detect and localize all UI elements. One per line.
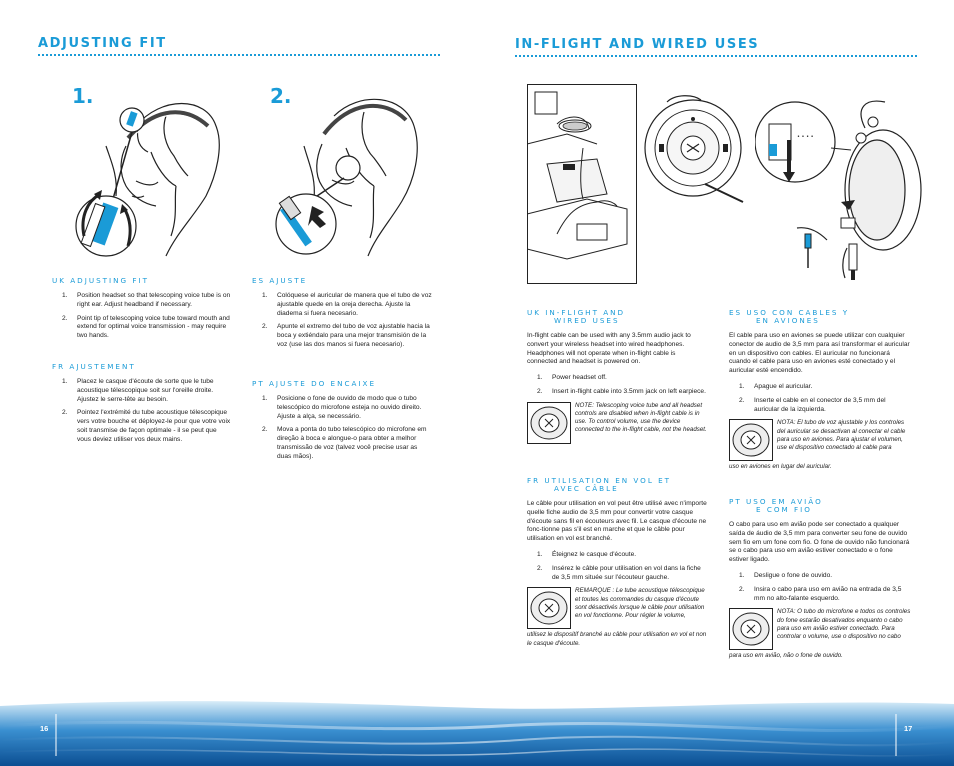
earcup-note-icon xyxy=(527,587,571,630)
svg-text:• • • •: • • • • xyxy=(797,134,814,140)
list-item: 1.Posicione o fone de ouvido de modo que… xyxy=(262,395,422,420)
list-item: 2.Insira o cabo para uso em avião na ent… xyxy=(739,585,902,602)
earcup-note-icon xyxy=(729,608,773,651)
uk-heading: UK ADJUSTING FIT xyxy=(52,276,150,285)
headset-mic-extend-icon xyxy=(275,98,418,257)
title-divider xyxy=(38,54,440,56)
list-item: 1.Apague el auricular. xyxy=(739,382,813,390)
page-number-right: 17 xyxy=(904,724,913,733)
pt-ajuste-section: PT AJUSTE DO ENCAIXE 1.Posicione o fone … xyxy=(252,380,432,467)
es-note-tail: uso en aviones en lugar del auricular. xyxy=(729,463,832,471)
right-page: IN-FLIGHT AND WIRED USES xyxy=(477,0,954,766)
list-item: 1.Colóquese el auricular de manera que e… xyxy=(262,292,432,317)
earcup-controls-icon xyxy=(644,95,744,203)
list-item: 1.Placez le casque d'écoute de sorte que… xyxy=(62,378,214,403)
list-item: 2.Insert in-flight cable into 3.5mm jack… xyxy=(537,387,706,395)
list-item: 2.Mova a ponta do tubo telescópico do mi… xyxy=(262,426,427,460)
page-title-in-flight: IN-FLIGHT AND WIRED USES xyxy=(515,37,760,52)
list-item: 2.Pointez l'extrémité du tube acoustique… xyxy=(62,409,231,443)
es-ajuste-section: ES AJUSTE 1.Colóquese el auricular de ma… xyxy=(252,277,432,355)
step-number-2: 2. xyxy=(270,84,292,108)
page-number-left: 16 xyxy=(40,724,49,733)
list-item: 2.Point tip of telescoping voice tube to… xyxy=(62,314,230,340)
list-item: 2.Inserte el cable en el conector de 3,5… xyxy=(739,396,886,413)
list-item: 1.Éteignez le casque d'écoute. xyxy=(537,550,637,558)
es-heading: ES AJUSTE xyxy=(252,276,308,285)
left-page: ADJUSTING FIT 1. 2. xyxy=(38,36,440,467)
uk-intro: In-flight cable can be used with any 3.5… xyxy=(527,332,691,366)
fr-note-tail: utilisez le dispositif branché au câble … xyxy=(527,631,707,647)
fr-note: REMARQUE : Le tube acoustique télescopiq… xyxy=(527,587,707,631)
uk-note: NOTE: Telescoping voice tube and all hea… xyxy=(527,401,707,446)
page-title-adjusting-fit: ADJUSTING FIT xyxy=(38,36,167,51)
earcup-note-icon xyxy=(729,419,773,462)
earcup-note-icon xyxy=(527,401,571,444)
es-note: NOTA: El tubo de voz ajustable y los con… xyxy=(729,419,911,463)
fr-ajustement-section: FR AJUSTEMENT 1.Placez le casque d'écout… xyxy=(52,363,232,450)
title-divider xyxy=(515,55,917,57)
step-number-1: 1. xyxy=(72,84,94,108)
pt-heading: PT AJUSTE DO ENCAIXE xyxy=(252,379,377,388)
list-item: 2.Insérez le câble pour utilisation en v… xyxy=(537,564,701,581)
pt-intro: O cabo para uso em avião pode ser conect… xyxy=(729,521,910,564)
list-item: 1.Power headset off. xyxy=(537,374,607,382)
pt-note: NOTA: O tubo do microfone e todos os con… xyxy=(729,608,911,652)
es-intro: El cable para uso en aviones se puede ut… xyxy=(729,332,910,375)
pt-note-tail: para uso em avião, não o fone de ouvido. xyxy=(729,652,843,660)
list-item: 1.Desligue o fone de ouvido. xyxy=(739,571,833,579)
fr-heading: FR AJUSTEMENT xyxy=(52,362,136,371)
list-item: 2.Apunte el extremo del tubo de voz ajus… xyxy=(262,323,430,348)
footer-wave-banner xyxy=(0,701,954,766)
airplane-seat-cable-icon xyxy=(527,84,637,284)
audio-jack-cable-icon: • • • • xyxy=(755,100,922,280)
uk-adjusting-fit-section: UK ADJUSTING FIT 1.Position headset so t… xyxy=(52,277,232,346)
fr-intro: Le câble pour utilisation en vol peut êt… xyxy=(527,500,707,543)
headset-face-adjust-icon xyxy=(75,103,220,257)
list-item: 1.Position headset so that telescoping v… xyxy=(62,292,231,308)
